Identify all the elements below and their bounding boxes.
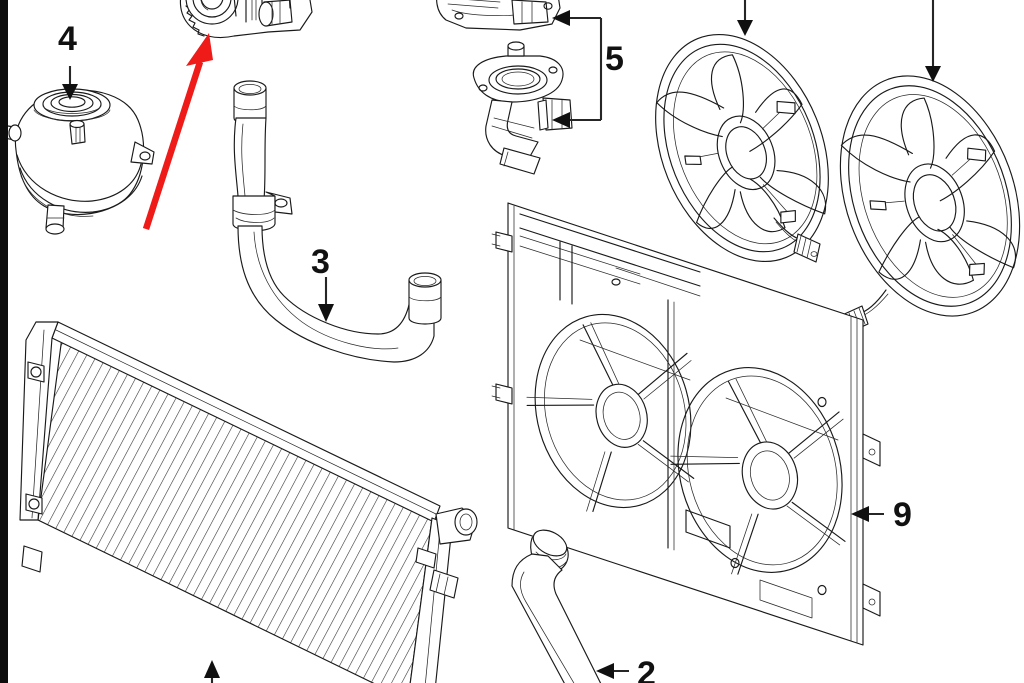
red-highlight-arrow xyxy=(142,33,213,230)
thermostat-housing-upper xyxy=(436,0,561,31)
fan-shroud xyxy=(491,202,881,646)
cooling-fan-right xyxy=(839,75,1021,335)
shroud-fan-opening-right xyxy=(670,367,846,575)
callout-label-9: 9 xyxy=(893,496,912,534)
leader-9 xyxy=(851,506,884,522)
lower-radiator-hose xyxy=(511,529,602,683)
radiator-core xyxy=(19,321,478,683)
upper-radiator-hose xyxy=(232,80,442,363)
leader-3 xyxy=(318,277,334,322)
leader-5 xyxy=(552,10,603,128)
coolant-expansion-tank xyxy=(0,88,155,235)
callout-label-3: 3 xyxy=(311,243,330,281)
left-edge-bar xyxy=(0,0,8,683)
cooling-fan-left xyxy=(655,33,829,263)
callout-label-2: 2 xyxy=(637,655,656,683)
thermostat-housing-lower xyxy=(472,41,573,175)
callout-label-5: 5 xyxy=(605,40,624,78)
leader-fan-left xyxy=(737,0,753,36)
leader-4 xyxy=(62,66,78,100)
leader-fan-right xyxy=(925,0,941,82)
callout-label-4: 4 xyxy=(58,20,77,58)
leader-2 xyxy=(596,663,629,679)
leader-radiator xyxy=(204,660,220,683)
water-pump-housing xyxy=(179,0,313,39)
